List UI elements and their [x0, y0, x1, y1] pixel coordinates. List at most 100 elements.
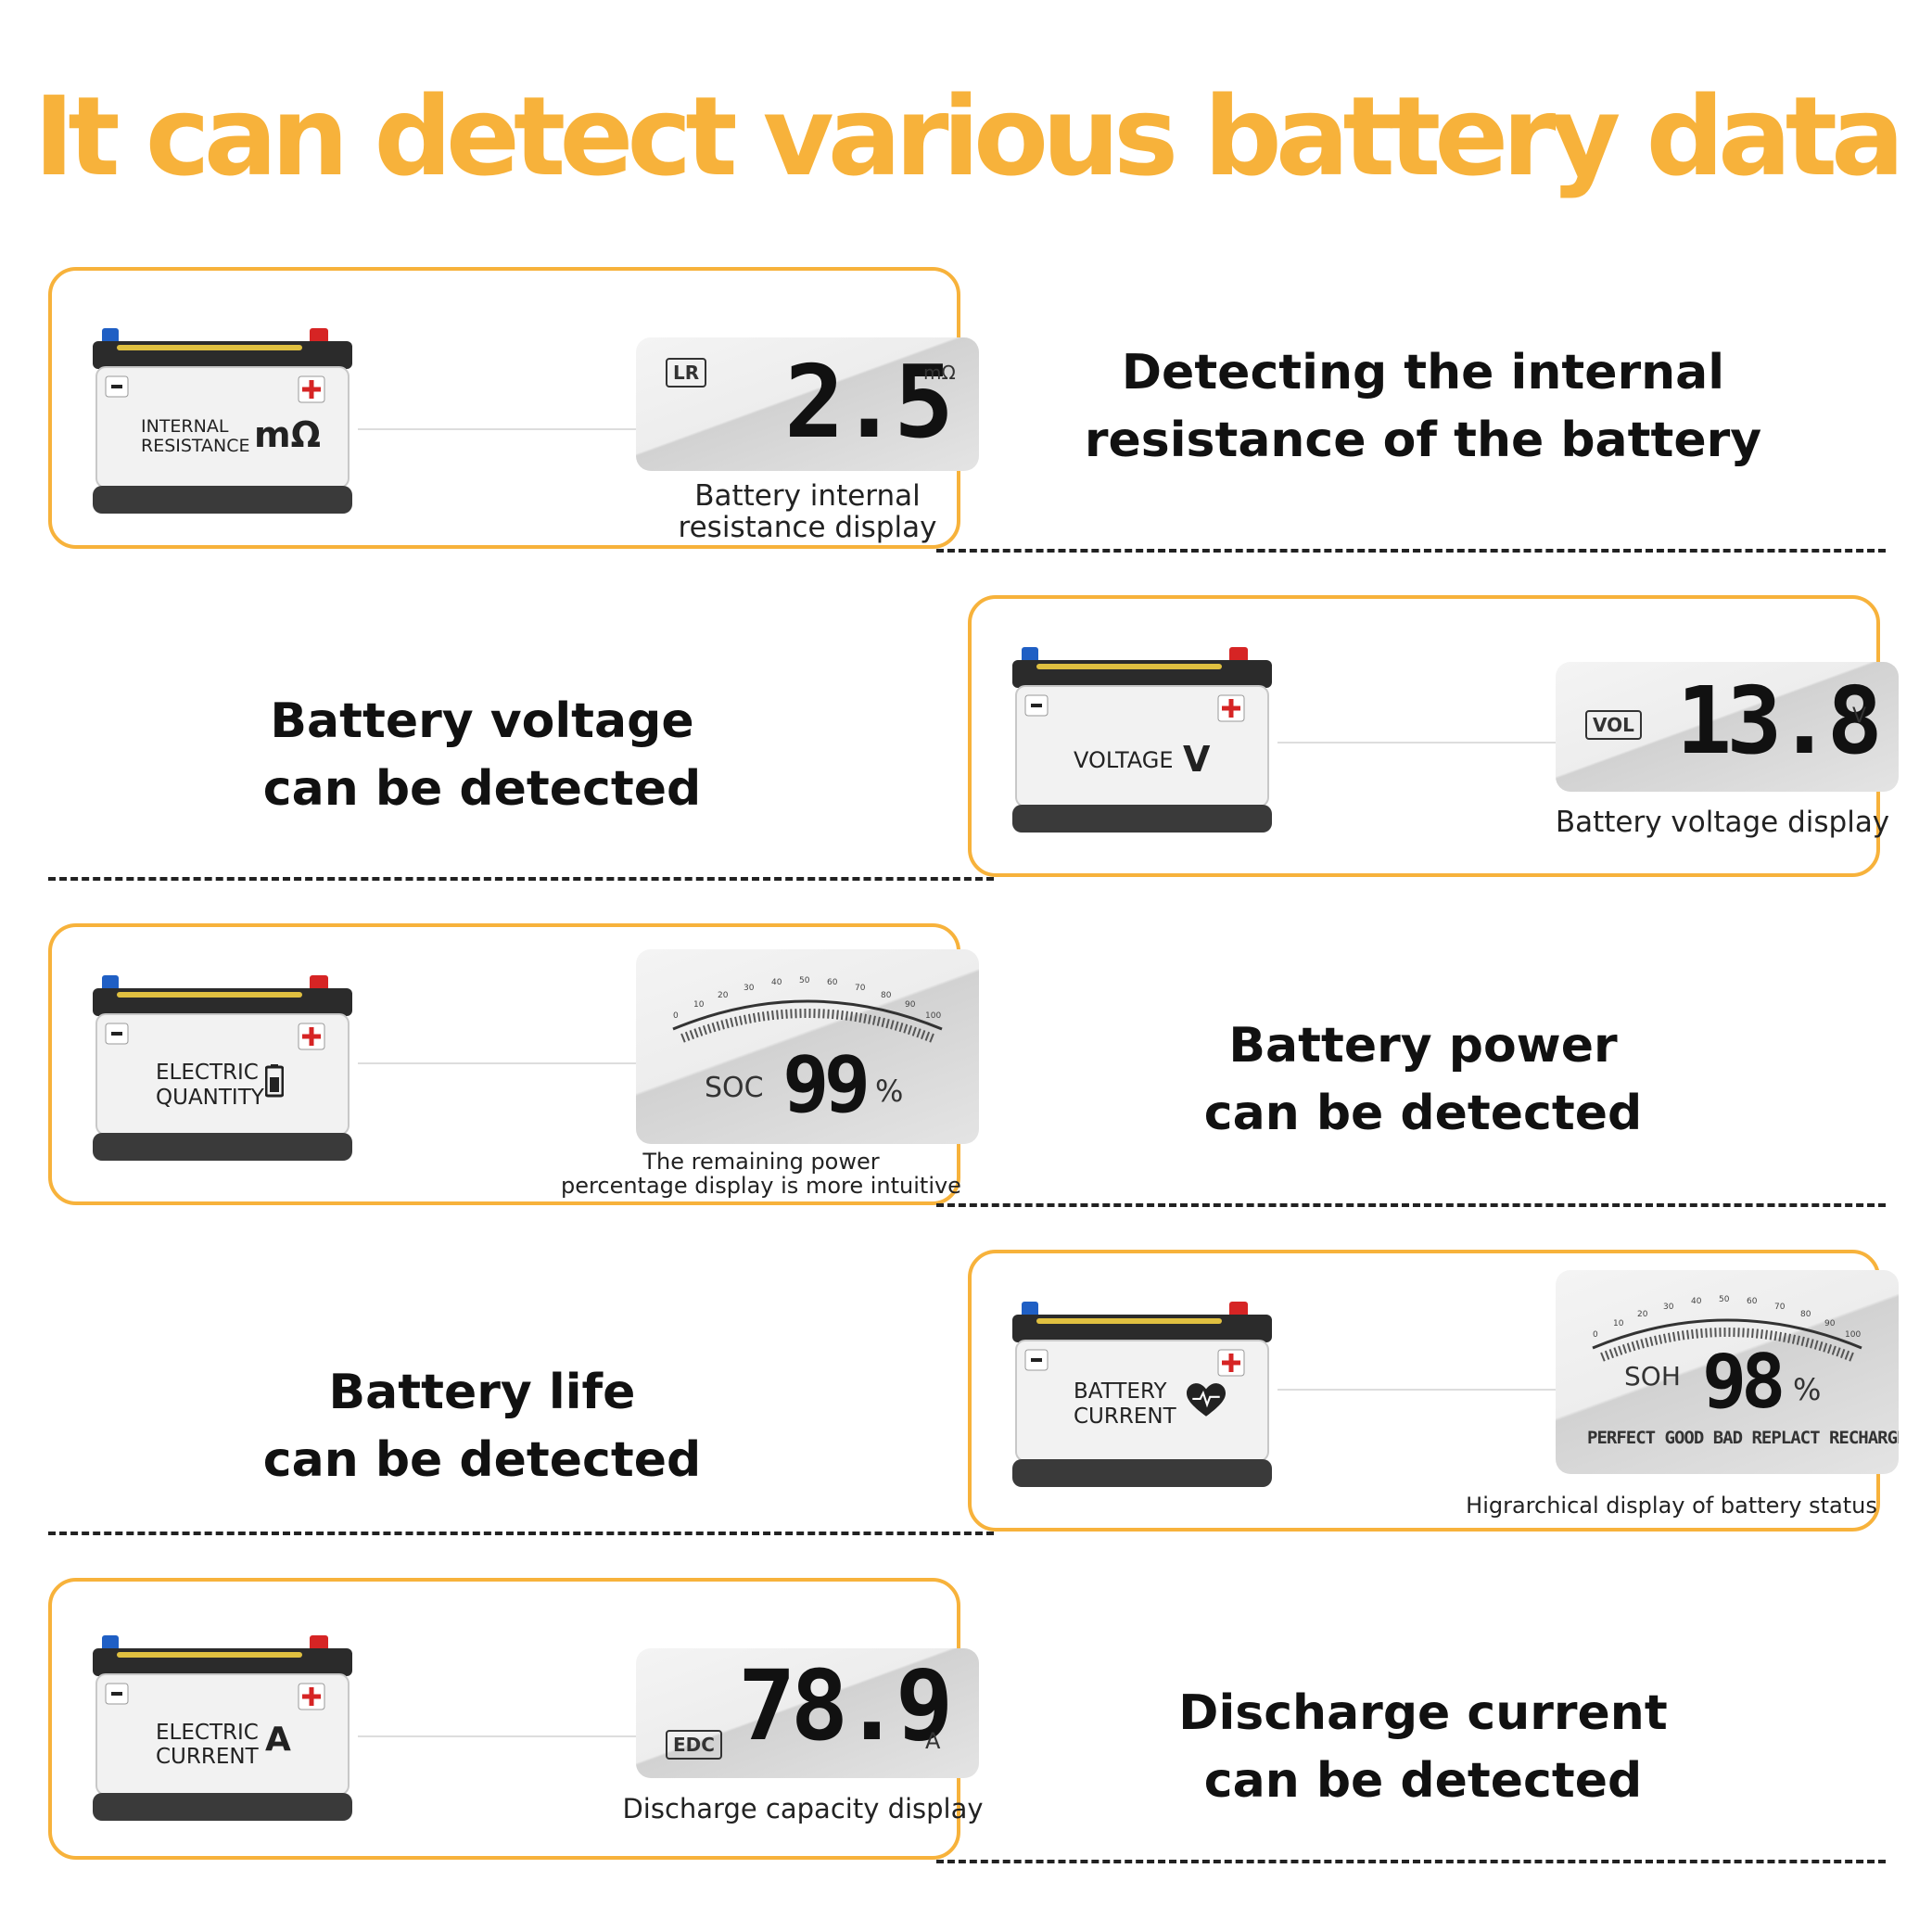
battery-label: ELECTRIC CURRENT A	[156, 1719, 341, 1784]
lcd-label: SOH	[1624, 1361, 1681, 1392]
connector-line	[358, 1062, 636, 1064]
battery-level-icon	[265, 1064, 284, 1098]
battery-icon	[93, 975, 352, 1161]
battery-label: BATTERY CURRENT	[1074, 1378, 1259, 1443]
battery-label: ELECTRIC QUANTITY	[156, 1059, 341, 1124]
lcd-unit: A	[925, 1728, 941, 1754]
svg-text:100: 100	[925, 1011, 941, 1021]
feature-title: Battery power can be detected	[964, 1012, 1882, 1148]
svg-text:10: 10	[693, 1000, 705, 1010]
lcd-display: EDC 78.9 A	[636, 1648, 979, 1778]
connector-line	[1277, 1389, 1556, 1391]
feature-line: resistance of the battery	[1084, 413, 1762, 468]
feature-line: Discharge current	[1178, 1685, 1668, 1741]
svg-text:0: 0	[1593, 1330, 1598, 1340]
svg-text:70: 70	[855, 984, 866, 993]
voltage-card: VOLTAGE V VOL 13.8 V Battery voltage dis…	[968, 595, 1899, 877]
svg-text:40: 40	[1691, 1297, 1702, 1306]
svg-text:60: 60	[1747, 1297, 1758, 1306]
caption-line: Battery voltage display	[1555, 806, 1890, 839]
battery-icon	[93, 328, 352, 514]
svg-text:10: 10	[1613, 1319, 1624, 1328]
battery-label-line: CURRENT	[156, 1745, 259, 1769]
battery-unit: A	[265, 1721, 291, 1759]
caption-line: Discharge capacity display	[622, 1793, 984, 1824]
svg-text:80: 80	[881, 991, 892, 1000]
svg-text:100: 100	[1845, 1330, 1861, 1340]
battery-unit: mΩ	[254, 414, 321, 455]
dashed-divider	[936, 1860, 1886, 1863]
battery-label-line: CURRENT	[1074, 1405, 1176, 1429]
lcd-value: 13.8	[1676, 667, 1883, 775]
caption-line: Battery internal	[694, 479, 921, 513]
lcd-value: 99	[782, 1039, 871, 1130]
lcd-caption: The remaining power percentage display i…	[553, 1150, 970, 1198]
battery-label-line: BATTERY	[1074, 1379, 1167, 1404]
lcd-value: 2.5	[784, 345, 954, 461]
feature-line: can be detected	[1203, 1753, 1643, 1809]
svg-text:80: 80	[1800, 1310, 1811, 1319]
dashed-divider	[48, 1532, 994, 1535]
battery-icon	[93, 1635, 352, 1821]
lcd-value: 78.9	[738, 1649, 953, 1762]
lcd-display: VOL 13.8 V	[1556, 662, 1899, 792]
feature-line: can be detected	[1203, 1086, 1643, 1141]
feature-line: Detecting the internal	[1121, 345, 1725, 400]
svg-text:50: 50	[799, 976, 810, 985]
svg-text:30: 30	[1663, 1303, 1674, 1312]
lcd-display: LR 2.5 mΩ	[636, 337, 979, 471]
feature-line: can be detected	[262, 1432, 702, 1488]
caption-line: Higrarchical display of battery status	[1466, 1493, 1877, 1519]
heart-pulse-icon	[1187, 1383, 1226, 1417]
feature-title: Discharge current can be detected	[964, 1680, 1882, 1815]
feature-line: Battery voltage	[270, 693, 694, 749]
svg-text:0: 0	[673, 1011, 679, 1021]
lcd-unit: mΩ	[923, 362, 956, 384]
gauge-scale: 0 10 20 30 40 50 60 70 80 90 100	[672, 976, 943, 1043]
svg-text:20: 20	[718, 991, 729, 1000]
battery-label: INTERNAL RESISTANCE mΩ	[141, 412, 326, 477]
battery-label-line: INTERNAL	[141, 416, 229, 437]
connector-line	[358, 1735, 636, 1737]
feature-title: Detecting the internal resistance of the…	[964, 339, 1882, 475]
battery-label-line: VOLTAGE	[1074, 747, 1174, 773]
dashed-divider	[48, 877, 994, 881]
battery-label-line: ELECTRIC	[156, 1061, 259, 1085]
battery-label-line: ELECTRIC	[156, 1721, 259, 1745]
connector-line	[1277, 742, 1556, 744]
battery-icon	[1012, 647, 1272, 833]
feature-line: Battery life	[328, 1365, 636, 1420]
svg-text:60: 60	[827, 978, 838, 987]
lcd-caption: Battery voltage display	[1528, 807, 1917, 838]
feature-line: can be detected	[262, 761, 702, 817]
lcd-value: 98	[1702, 1339, 1786, 1425]
page-title: It can detect various battery data	[33, 72, 1904, 200]
dashed-divider	[936, 549, 1886, 553]
lcd-caption: Battery internal resistance display	[608, 480, 1007, 543]
battery-icon	[1012, 1302, 1272, 1487]
svg-text:20: 20	[1637, 1310, 1648, 1319]
lcd-caption: Discharge capacity display	[608, 1793, 998, 1824]
lcd-caption: Higrarchical display of battery status	[1454, 1493, 1889, 1519]
svg-text:70: 70	[1774, 1303, 1786, 1312]
lcd-unit: V	[1852, 705, 1867, 728]
battery-unit: V	[1183, 739, 1211, 780]
caption-line: percentage display is more intuitive	[561, 1173, 961, 1199]
svg-text:30: 30	[744, 984, 755, 993]
discharge-card: ELECTRIC CURRENT A EDC 78.9 A Discharge …	[48, 1578, 984, 1860]
feature-title: Battery life can be detected	[37, 1359, 927, 1494]
battery-label-line: RESISTANCE	[141, 436, 250, 456]
svg-text:40: 40	[771, 978, 782, 987]
dashed-divider	[936, 1203, 1886, 1207]
lcd-tag: VOL	[1585, 710, 1642, 740]
battery-label: VOLTAGE V	[1074, 736, 1259, 801]
svg-text:50: 50	[1719, 1295, 1730, 1304]
connector-line	[358, 428, 636, 430]
battery-label-line: QUANTITY	[156, 1086, 264, 1110]
svg-text:90: 90	[905, 1000, 916, 1010]
power-card: ELECTRIC QUANTITY 0 10 20 30 40 50 60 70 80 90…	[48, 923, 979, 1205]
